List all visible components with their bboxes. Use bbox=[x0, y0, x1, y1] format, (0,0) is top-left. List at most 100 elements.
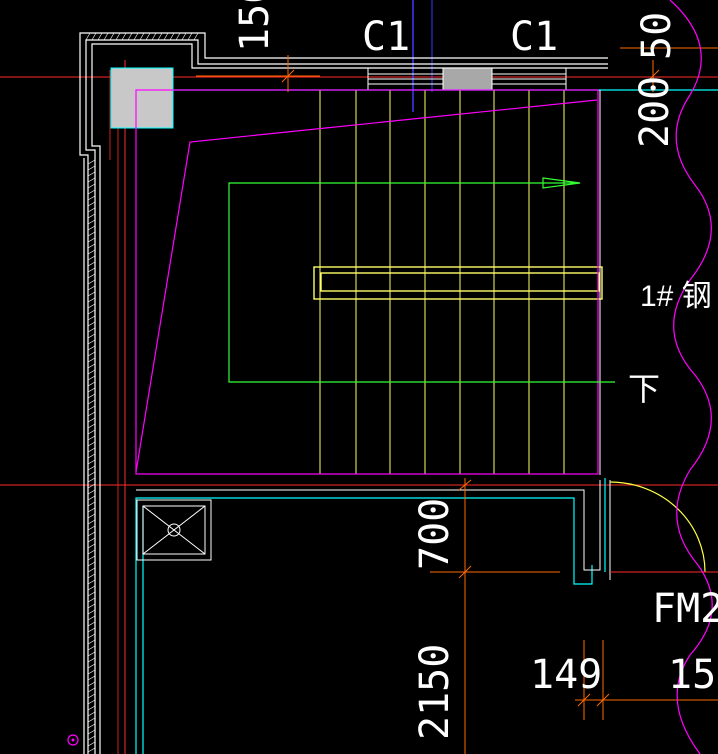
stair-direction-arrow bbox=[228, 177, 615, 383]
wall-hatch-stroke bbox=[87, 663, 96, 669]
wall-hatch-stroke bbox=[109, 32, 115, 41]
wall-hatch-stroke bbox=[87, 609, 96, 615]
interior-wall bbox=[136, 90, 611, 580]
wall-hatch-stroke bbox=[87, 555, 96, 561]
stair-treads bbox=[319, 90, 565, 474]
wall-hatch-stroke bbox=[87, 585, 96, 591]
wall-hatch-stroke bbox=[87, 393, 96, 399]
wall-hatch-stroke bbox=[87, 657, 96, 663]
wall-hatch-stroke bbox=[87, 357, 96, 363]
wall-hatch-stroke bbox=[87, 549, 96, 555]
wall-hatch-stroke bbox=[87, 303, 96, 309]
wall-hatch-stroke bbox=[87, 621, 96, 627]
stair-direction-label: 下 bbox=[628, 371, 660, 407]
wall-hatch-stroke bbox=[87, 189, 96, 195]
wall-hatch-stroke bbox=[87, 489, 96, 495]
wall-hatch-stroke bbox=[87, 681, 96, 687]
wall-hatch-stroke bbox=[87, 519, 96, 525]
wall-hatch-stroke bbox=[87, 513, 96, 519]
dim-top-width: 150 bbox=[232, 0, 278, 52]
wall-hatch-stroke bbox=[115, 32, 121, 41]
wall-hatch-stroke bbox=[87, 693, 96, 699]
wall-hatch-stroke bbox=[87, 543, 96, 549]
marker-dot bbox=[71, 738, 75, 742]
wall-hatch-stroke bbox=[87, 411, 96, 417]
wall-hatch-stroke bbox=[87, 699, 96, 705]
wall-hatch-stroke bbox=[87, 279, 96, 285]
wall-hatch-stroke bbox=[87, 351, 96, 357]
wall-hatch-stroke bbox=[181, 32, 187, 41]
wall-hatch-stroke bbox=[87, 459, 96, 465]
wall-hatch-stroke bbox=[169, 32, 175, 41]
wall-hatch-stroke bbox=[87, 471, 96, 477]
wall-hatch-stroke bbox=[87, 717, 96, 723]
wall-hatch-stroke bbox=[87, 465, 96, 471]
wall-hatch bbox=[85, 32, 199, 753]
wall-hatch-stroke bbox=[87, 225, 96, 231]
wall-hatch-stroke bbox=[87, 339, 96, 345]
dim-right-side: 200 bbox=[632, 76, 678, 148]
wall-hatch-stroke bbox=[87, 453, 96, 459]
wall-hatch-stroke bbox=[87, 207, 96, 213]
wall-hatch-stroke bbox=[87, 273, 96, 279]
wall-hatch-stroke bbox=[87, 633, 96, 639]
dim-bottom-left: 2150 bbox=[412, 644, 458, 740]
wall-hatch-stroke bbox=[87, 567, 96, 573]
wall-hatch-stroke bbox=[87, 165, 96, 171]
wall-hatch-stroke bbox=[87, 735, 96, 741]
wall-hatch-stroke bbox=[97, 32, 103, 41]
wall-hatch-stroke bbox=[87, 651, 96, 657]
wall-hatch-stroke bbox=[87, 669, 96, 675]
wall-hatch-stroke bbox=[87, 219, 96, 225]
wall-hatch-stroke bbox=[145, 32, 151, 41]
wall-hatch-stroke bbox=[87, 249, 96, 255]
dimension-lines bbox=[196, 47, 718, 754]
wall-hatch-stroke bbox=[87, 369, 96, 375]
wall-hatch-stroke bbox=[87, 213, 96, 219]
wall-hatch-stroke bbox=[87, 171, 96, 177]
wall-hatch-stroke bbox=[103, 32, 109, 41]
window-label-left: C1 bbox=[362, 14, 410, 60]
wall-hatch-stroke bbox=[87, 639, 96, 645]
wall-hatch-stroke bbox=[87, 645, 96, 651]
wall-hatch-stroke bbox=[87, 159, 96, 165]
dim-top-right: 50 bbox=[634, 12, 680, 60]
wall-hatch-stroke bbox=[87, 177, 96, 183]
wall-hatch-stroke bbox=[193, 32, 199, 41]
wall-hatch-stroke bbox=[87, 417, 96, 423]
wall-hatch-stroke bbox=[87, 285, 96, 291]
wall-hatch-stroke bbox=[121, 32, 127, 41]
wall-hatch-stroke bbox=[187, 32, 193, 41]
wall-hatch-stroke bbox=[87, 591, 96, 597]
wall-hatch-stroke bbox=[151, 32, 157, 41]
wall-hatch-stroke bbox=[87, 345, 96, 351]
wall-hatch-stroke bbox=[87, 561, 96, 567]
wall-hatch-stroke bbox=[87, 477, 96, 483]
dim-lower-mid: 700 bbox=[412, 498, 458, 570]
wall-hatch-stroke bbox=[87, 237, 96, 243]
wall-hatch-stroke bbox=[87, 231, 96, 237]
wall-hatch-stroke bbox=[87, 405, 96, 411]
wall-hatch-stroke bbox=[87, 243, 96, 249]
wall-hatch-stroke bbox=[87, 435, 96, 441]
wall-hatch-stroke bbox=[87, 327, 96, 333]
wall-hatch-stroke bbox=[157, 32, 163, 41]
wall-hatch-stroke bbox=[87, 483, 96, 489]
wall-hatch-stroke bbox=[87, 381, 96, 387]
wall-hatch-stroke bbox=[87, 675, 96, 681]
wall-hatch-stroke bbox=[87, 429, 96, 435]
wall-hatch-stroke bbox=[87, 291, 96, 297]
dim-bottom-b: 1550 bbox=[668, 652, 718, 698]
window-label-right: C1 bbox=[510, 14, 558, 60]
wall-hatch-stroke bbox=[87, 525, 96, 531]
vent-fixture bbox=[136, 499, 212, 561]
wall-hatch-stroke bbox=[87, 363, 96, 369]
wall-hatch-stroke bbox=[87, 261, 96, 267]
break-line bbox=[669, 0, 713, 754]
wall-hatch-stroke bbox=[87, 441, 96, 447]
wall-hatch-stroke bbox=[87, 579, 96, 585]
wall-hatch-stroke bbox=[87, 705, 96, 711]
wall-hatch-stroke bbox=[87, 597, 96, 603]
